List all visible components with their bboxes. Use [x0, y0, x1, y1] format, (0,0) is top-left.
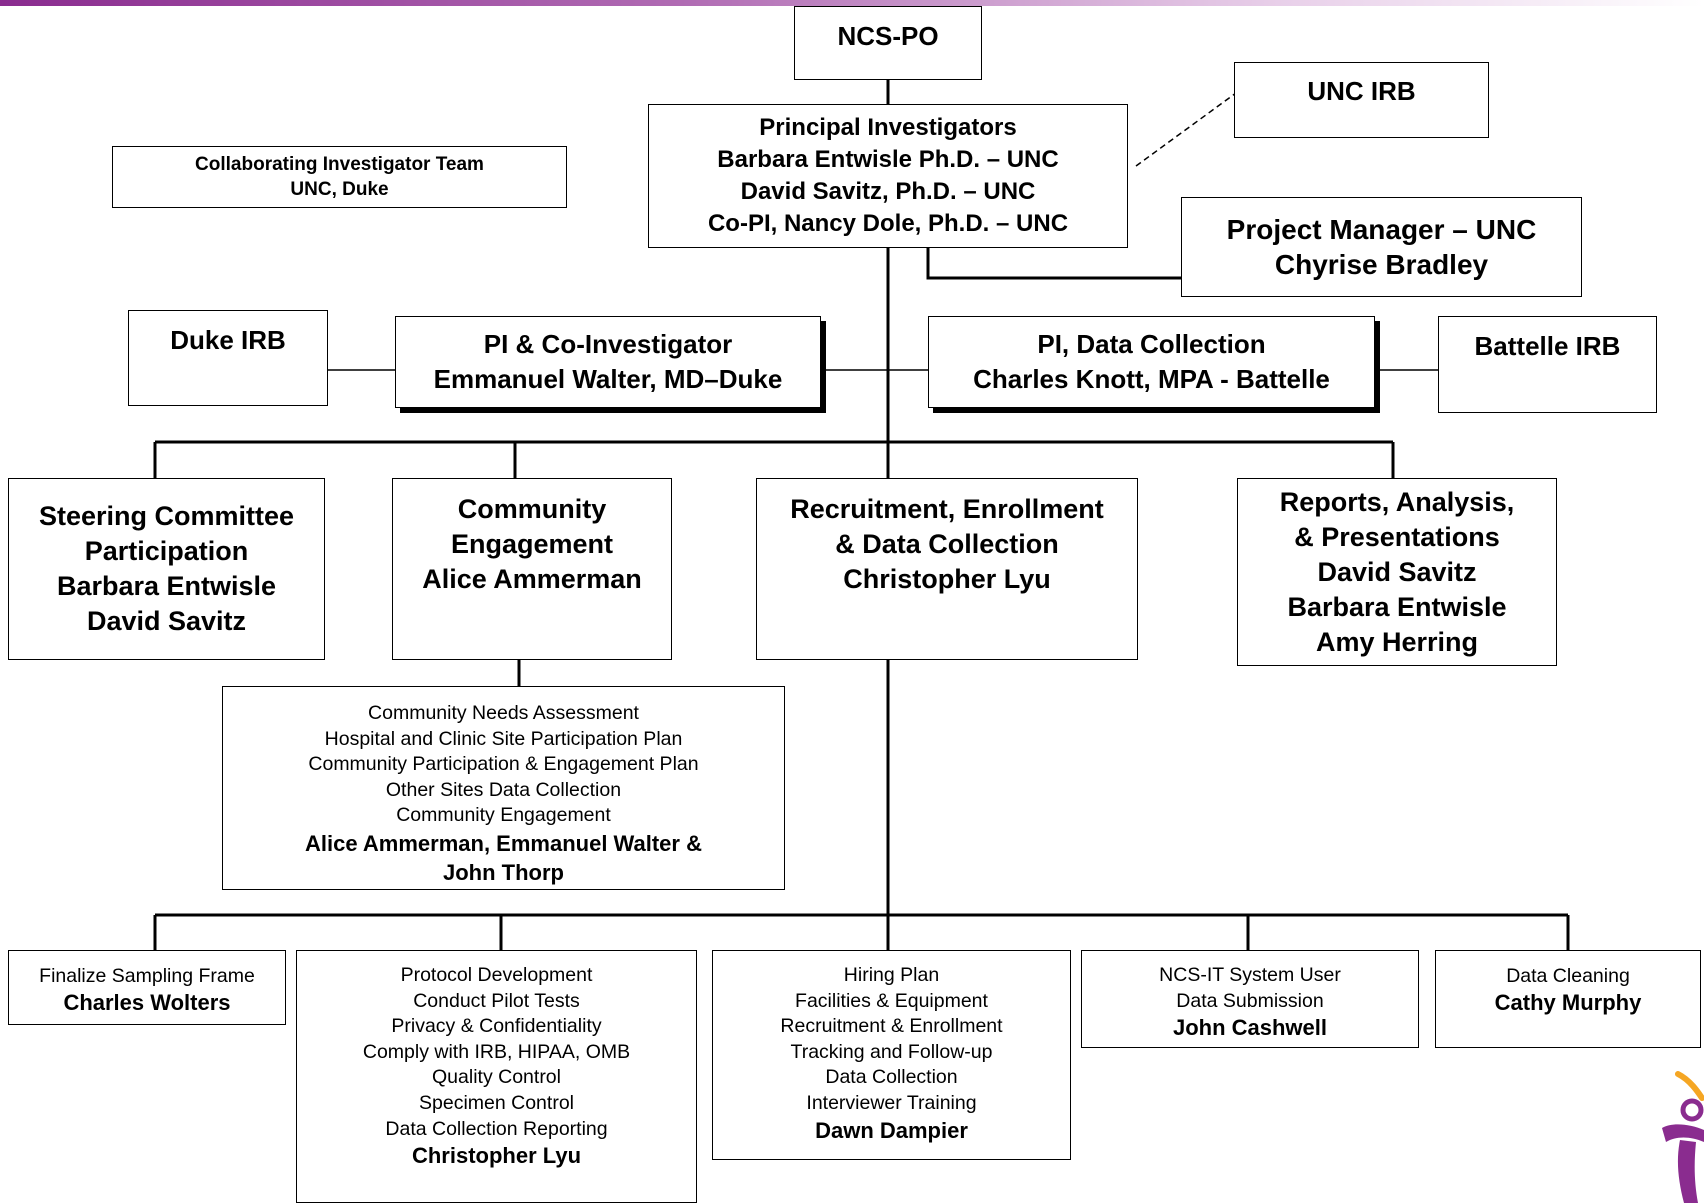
steering-committee-box: Steering Committee Participation Barbara… [8, 478, 325, 660]
pi-data-line-2: Charles Knott, MPA - Battelle [973, 364, 1330, 394]
community-tasks-lead-1: Alice Ammerman, Emmanuel Walter & [305, 830, 702, 856]
recruitment-line-1: Recruitment, Enrollment [790, 494, 1104, 524]
community-line-1: Community [457, 494, 607, 524]
pm-line-1: Project Manager – UNC [1226, 214, 1537, 245]
pi-line-2: David Savitz, Ph.D. – UNC [740, 178, 1036, 205]
ncsit-lead: John Cashwell [1172, 1015, 1328, 1041]
steering-line-4: David Savitz [86, 606, 247, 636]
community-task-1: Community Needs Assessment [368, 702, 639, 724]
pi-data-line-1: PI, Data Collection [1037, 329, 1266, 359]
community-task-3: Community Participation & Engagement Pla… [308, 753, 699, 775]
hiring-lead: Dawn Dampier [815, 1117, 968, 1143]
community-tasks-box: Community Needs Assessment Hospital and … [222, 686, 785, 890]
reports-line-1: Reports, Analysis, [1279, 486, 1515, 517]
hiring-plan-box: Hiring Plan Facilities & Equipment Recru… [712, 950, 1071, 1160]
recruitment-line-3: Christopher Lyu [843, 564, 1051, 594]
protocol-task-7: Data Collection Reporting [385, 1117, 608, 1140]
ncs-logo-icon [1662, 1071, 1704, 1203]
reports-line-5: Amy Herring [1315, 626, 1479, 657]
cleaning-lead: Cathy Murphy [1494, 990, 1642, 1015]
data-cleaning-box: Data Cleaning Cathy Murphy [1435, 950, 1701, 1048]
pi-line-3: Co-PI, Nancy Dole, Ph.D. – UNC [707, 210, 1069, 237]
hiring-task-2: Facilities & Equipment [795, 989, 988, 1012]
recruitment-line-2: & Data Collection [835, 529, 1059, 559]
collab-line-1: Collaborating Investigator Team [195, 154, 484, 175]
recruitment-enrollment-box: Recruitment, Enrollment & Data Collectio… [756, 478, 1138, 660]
protocol-task-5: Quality Control [432, 1066, 561, 1089]
collaborating-team-box: Collaborating Investigator Team UNC, Duk… [112, 146, 567, 208]
protocol-task-1: Protocol Development [400, 964, 593, 986]
steering-line-2: Participation [84, 536, 249, 566]
ncs-it-box: NCS-IT System User Data Submission John … [1081, 950, 1419, 1048]
pi-coinv-line-1: PI & Co-Investigator [483, 329, 733, 359]
hiring-task-5: Data Collection [825, 1066, 958, 1089]
sampling-frame-box: Finalize Sampling Frame Charles Wolters [8, 950, 286, 1025]
steering-line-3: Barbara Entwisle [56, 571, 277, 601]
collab-line-2: UNC, Duke [290, 179, 389, 200]
principal-investigators-box: Principal Investigators Barbara Entwisle… [648, 104, 1128, 248]
reports-analysis-box: Reports, Analysis, & Presentations David… [1237, 478, 1557, 666]
sampling-task: Finalize Sampling Frame [39, 965, 255, 987]
top-accent-bar [0, 0, 1704, 6]
protocol-lead: Christopher Lyu [411, 1143, 582, 1169]
hiring-task-4: Tracking and Follow-up [790, 1040, 993, 1063]
steering-line-1: Steering Committee [38, 501, 295, 531]
battelle-irb-box: Battelle IRB [1438, 316, 1657, 413]
pi-coinv-line-2: Emmanuel Walter, MD–Duke [433, 364, 783, 394]
ncs-po-label: NCS-PO [837, 21, 939, 51]
protocol-task-2: Conduct Pilot Tests [413, 989, 580, 1012]
pi-co-investigator-box: PI & Co-Investigator Emmanuel Walter, MD… [395, 316, 821, 408]
duke-irb-box: Duke IRB [128, 310, 328, 406]
ncsit-task-2: Data Submission [1176, 989, 1324, 1012]
hiring-task-1: Hiring Plan [843, 964, 940, 986]
pi-line-1: Barbara Entwisle Ph.D. – UNC [717, 146, 1059, 173]
reports-line-4: Barbara Entwisle [1287, 591, 1507, 622]
protocol-task-4: Comply with IRB, HIPAA, OMB [362, 1040, 631, 1063]
community-engagement-box: Community Engagement Alice Ammerman [392, 478, 672, 660]
unc-irb-label: UNC IRB [1307, 76, 1416, 106]
protocol-development-box: Protocol Development Conduct Pilot Tests… [296, 950, 697, 1203]
community-line-3: Alice Ammerman [422, 564, 642, 594]
community-task-4: Other Sites Data Collection [385, 778, 622, 801]
duke-irb-label: Duke IRB [170, 325, 286, 355]
battelle-irb-label: Battelle IRB [1474, 331, 1621, 361]
community-task-2: Hospital and Clinic Site Participation P… [324, 727, 683, 750]
hiring-task-3: Recruitment & Enrollment [780, 1015, 1003, 1038]
protocol-task-6: Specimen Control [419, 1091, 574, 1114]
community-tasks-lead-2: John Thorp [443, 859, 564, 885]
hiring-task-6: Interviewer Training [806, 1091, 977, 1114]
pi-data-collection-box: PI, Data Collection Charles Knott, MPA -… [928, 316, 1375, 408]
reports-line-2: & Presentations [1294, 521, 1500, 552]
ncsit-task-1: NCS-IT System User [1159, 964, 1341, 986]
pm-line-2: Chyrise Bradley [1274, 249, 1489, 280]
community-line-2: Engagement [450, 529, 614, 559]
cleaning-task: Data Cleaning [1506, 965, 1630, 987]
project-manager-box: Project Manager – UNC Chyrise Bradley [1181, 197, 1582, 297]
unc-irb-box: UNC IRB [1234, 62, 1489, 138]
reports-line-3: David Savitz [1317, 556, 1477, 587]
sampling-lead: Charles Wolters [63, 990, 231, 1015]
pi-title: Principal Investigators [759, 114, 1017, 141]
ncs-po-box: NCS-PO [794, 6, 982, 80]
protocol-task-3: Privacy & Confidentiality [391, 1015, 602, 1038]
community-task-5: Community Engagement [396, 804, 611, 826]
